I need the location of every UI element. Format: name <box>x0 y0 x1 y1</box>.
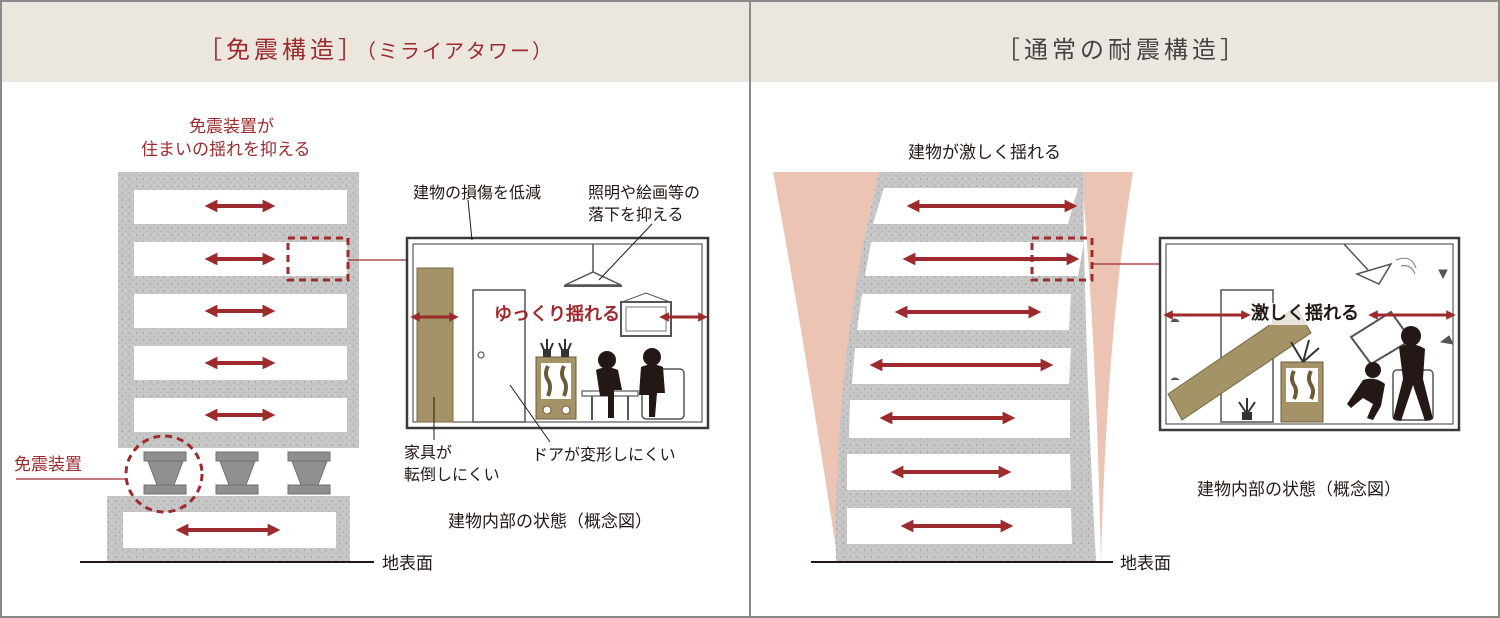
isolator-callout-line1: 免震装置が <box>189 117 274 137</box>
floor-sway-arrows <box>175 199 281 537</box>
violent-sway-label: 激しく揺れる <box>1251 303 1359 325</box>
panel-header: ［通常の耐震構造］ <box>751 2 1498 82</box>
floor-sway-arrows <box>869 199 1080 533</box>
earthquake-resistant-panel: ［通常の耐震構造］ <box>749 0 1500 618</box>
interior-caption: 建物内部の状態（概念図） <box>1197 480 1401 500</box>
resistant-building-illustration <box>773 172 1461 563</box>
sway-envelope-right <box>1081 172 1133 562</box>
isolation-building-illustration <box>16 172 710 563</box>
lighting-label-line2: 落下を抑える <box>588 205 684 224</box>
room-interior-shaking <box>1158 236 1461 432</box>
violent-shaking-label: 建物が激しく揺れる <box>908 143 1061 163</box>
ground-label: 地表面 <box>1120 554 1171 574</box>
seismic-isolators <box>143 451 331 495</box>
seismic-isolation-panel: ［免震構造］（ミライアタワー） <box>0 0 751 618</box>
furniture-label-line2: 転倒しにくい <box>404 465 500 484</box>
interior-caption: 建物内部の状態（概念図） <box>448 512 652 532</box>
damage-reduction-label: 建物の損傷を低減 <box>413 183 542 202</box>
room-highlight-box <box>286 236 350 282</box>
building-body <box>107 172 359 562</box>
isolator-callout-line2: 住まいの揺れを抑える <box>141 140 311 160</box>
room-interior-calm <box>405 199 710 443</box>
isolator-highlight-circle <box>124 434 204 514</box>
panel-header: ［免震構造］（ミライアタワー） <box>2 2 749 82</box>
panel-title: ［免震構造］（ミライアタワー） <box>198 36 554 64</box>
slow-sway-label: ゆっくり揺れる <box>494 304 620 325</box>
panel-title: ［通常の耐震構造］ <box>996 36 1248 64</box>
room-highlight-box <box>1030 236 1094 282</box>
panel-subtitle: （ミライアタワー） <box>366 39 554 63</box>
ground-label: 地表面 <box>382 554 433 574</box>
lighting-label-line1: 照明や絵画等の <box>588 183 701 202</box>
isolator-label: 免震装置 <box>14 455 82 475</box>
furniture-label-line1: 家具が <box>404 443 453 462</box>
door-label: ドアが変形しにくい <box>532 445 676 464</box>
